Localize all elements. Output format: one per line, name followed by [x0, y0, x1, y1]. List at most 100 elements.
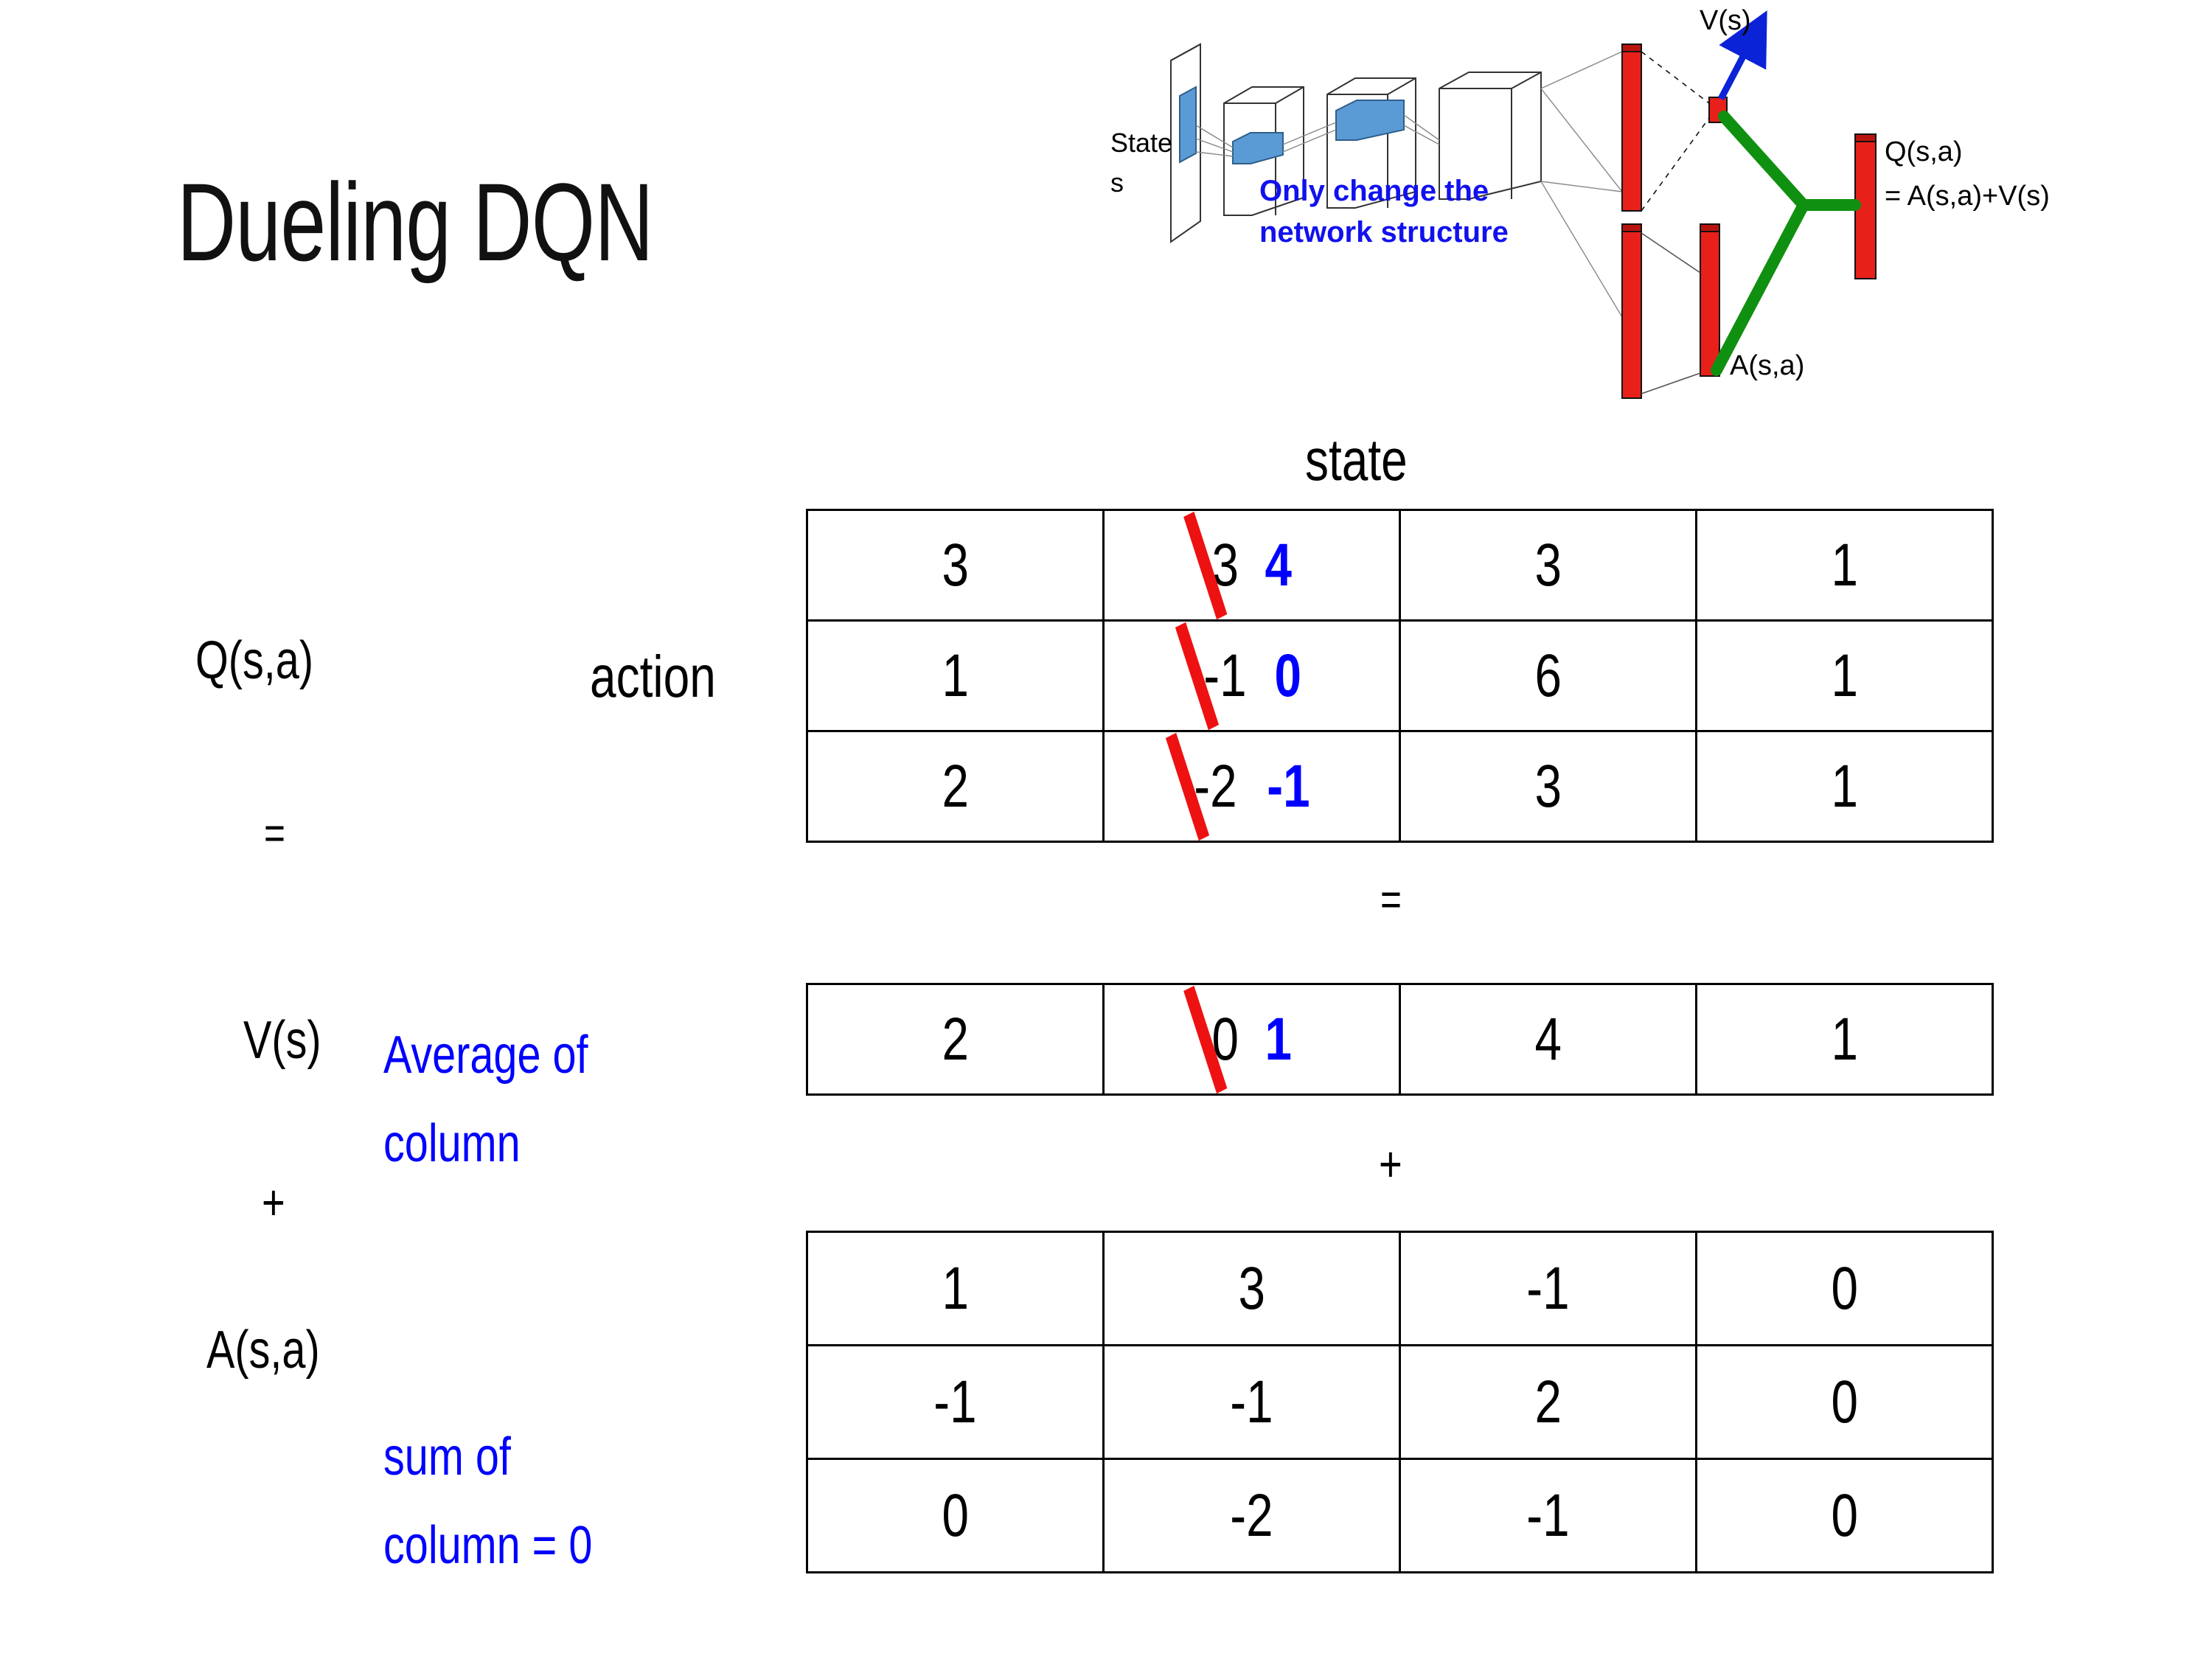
new-value: -1	[1266, 752, 1310, 820]
annotation-sum-line2: column = 0	[383, 1516, 593, 1575]
q-table: 3 3 4 3 1 1 -1 0 6 1 2	[806, 509, 1994, 843]
diagram-note-line1: Only change the	[1259, 175, 1489, 207]
table-row: 2 0 1 4 1	[806, 983, 1994, 1096]
cell-a-1-2[interactable]: 2	[1399, 1344, 1697, 1460]
diagram-a-label: A(s,a)	[1730, 350, 1804, 381]
table-row: 3 3 4 3 1	[806, 509, 1994, 622]
cell-a-1-3[interactable]: 0	[1695, 1344, 1994, 1460]
cell-q-1-2[interactable]: 6	[1399, 619, 1697, 732]
label-v: V(s)	[243, 1011, 321, 1070]
new-value: 0	[1274, 641, 1302, 709]
operator-equals-mid: =	[1380, 874, 1402, 925]
diagram-v-label: V(s)	[1700, 7, 1751, 36]
cell-a-0-3[interactable]: 0	[1695, 1231, 1994, 1346]
cell-value: 2	[1534, 1368, 1562, 1436]
cell-value: 0	[1831, 1481, 1858, 1549]
cell-value: 2	[942, 1005, 969, 1073]
cell-a-1-1[interactable]: -1	[1102, 1344, 1401, 1460]
label-q: Q(s,a)	[195, 631, 314, 690]
axis-label-state: state	[1305, 427, 1408, 493]
cell-value: 3	[1238, 1254, 1265, 1322]
cell-a-1-0[interactable]: -1	[806, 1344, 1105, 1460]
cell-v-0-2[interactable]: 4	[1399, 983, 1697, 1096]
cell-a-2-0[interactable]: 0	[806, 1458, 1105, 1573]
dueling-network-diagram: V(s) A(s,a) Q(s,a) = A(s,a)+V(s) State s…	[1106, 7, 2197, 406]
diagram-state-sub: s	[1110, 167, 1124, 198]
new-value: 4	[1265, 531, 1292, 599]
edited-cell: 3 4	[1183, 511, 1295, 619]
cell-value: 1	[1831, 531, 1858, 599]
cell-v-0-0[interactable]: 2	[806, 983, 1105, 1096]
cell-q-2-1[interactable]: -2 -1	[1102, 730, 1401, 843]
edited-cell: -2 -1	[1165, 732, 1315, 841]
cell-a-2-2[interactable]: -1	[1399, 1458, 1697, 1573]
cell-value: 3	[1534, 531, 1562, 599]
cell-a-2-1[interactable]: -2	[1102, 1458, 1401, 1573]
table-row: 1 3 -1 0	[806, 1231, 1994, 1346]
cell-a-0-1[interactable]: 3	[1102, 1231, 1401, 1346]
annotation-sum-line1: sum of	[383, 1427, 511, 1486]
v-table-body: 2 0 1 4 1	[806, 983, 1994, 1096]
operator-equals-left: =	[264, 808, 285, 859]
cell-q-0-2[interactable]: 3	[1399, 509, 1697, 622]
cell-value: 0	[1831, 1368, 1858, 1436]
cell-value: 1	[1831, 641, 1858, 709]
diagram-state-label: State	[1110, 128, 1172, 158]
v-table: 2 0 1 4 1	[806, 983, 1994, 1096]
cell-q-2-3[interactable]: 1	[1695, 730, 1994, 843]
diagram-q-equation: = A(s,a)+V(s)	[1885, 181, 2050, 212]
table-row: 0 -2 -1 0	[806, 1458, 1994, 1573]
annotation-average-line2: column	[383, 1114, 521, 1173]
cell-value: 4	[1534, 1005, 1562, 1073]
cell-value: -1	[933, 1368, 977, 1436]
table-row: -1 -1 2 0	[806, 1344, 1994, 1460]
cell-value: 0	[942, 1481, 969, 1549]
cell-value: 3	[1534, 752, 1562, 820]
edited-cell: -1 0	[1175, 622, 1305, 730]
cell-value: 1	[1831, 1005, 1858, 1073]
old-value-struck: -2	[1165, 732, 1237, 841]
cell-a-2-3[interactable]: 0	[1695, 1458, 1994, 1573]
cell-a-0-0[interactable]: 1	[806, 1231, 1105, 1346]
edited-cell: 0 1	[1183, 985, 1295, 1093]
a-table-body: 1 3 -1 0 -1 -1 2 0 0 -2 -1 0	[806, 1231, 1994, 1573]
cell-value: 0	[1831, 1254, 1858, 1322]
operator-plus-left: +	[262, 1175, 285, 1231]
cell-q-0-0[interactable]: 3	[806, 509, 1105, 622]
cell-value: 6	[1534, 641, 1562, 709]
cell-q-1-3[interactable]: 1	[1695, 619, 1994, 732]
old-value-struck: -1	[1175, 622, 1247, 730]
axis-label-action: action	[590, 644, 716, 709]
cell-value: 1	[942, 641, 969, 709]
cell-value: -2	[1230, 1481, 1273, 1549]
old-value-struck: 0	[1183, 985, 1239, 1093]
cell-v-0-3[interactable]: 1	[1695, 983, 1994, 1096]
diagram-note-line2: network structure	[1259, 216, 1509, 248]
cell-q-1-0[interactable]: 1	[806, 619, 1105, 732]
cell-q-0-3[interactable]: 1	[1695, 509, 1994, 622]
label-a: A(s,a)	[206, 1321, 320, 1380]
cell-value: 3	[942, 531, 969, 599]
cell-value: 1	[942, 1254, 969, 1322]
q-table-body: 3 3 4 3 1 1 -1 0 6 1 2	[806, 509, 1994, 843]
a-table: 1 3 -1 0 -1 -1 2 0 0 -2 -1 0	[806, 1231, 1994, 1573]
cell-value: -1	[1230, 1368, 1273, 1436]
cell-q-1-1[interactable]: -1 0	[1102, 619, 1401, 732]
cell-q-0-1[interactable]: 3 4	[1102, 509, 1401, 622]
cell-v-0-1[interactable]: 0 1	[1102, 983, 1401, 1096]
annotation-average-line1: Average of	[383, 1026, 588, 1085]
cell-value: -1	[1526, 1481, 1570, 1549]
cell-q-2-0[interactable]: 2	[806, 730, 1105, 843]
diagram-q-label: Q(s,a)	[1885, 136, 1963, 167]
old-value-struck: 3	[1183, 511, 1239, 619]
cell-value: 2	[942, 752, 969, 820]
operator-plus-mid: +	[1379, 1136, 1402, 1192]
table-row: 1 -1 0 6 1	[806, 619, 1994, 732]
cell-q-2-2[interactable]: 3	[1399, 730, 1697, 843]
table-row: 2 -2 -1 3 1	[806, 730, 1994, 843]
new-value: 1	[1265, 1005, 1292, 1073]
cell-value: 1	[1831, 752, 1858, 820]
cell-a-0-2[interactable]: -1	[1399, 1231, 1697, 1346]
cell-value: -1	[1526, 1254, 1570, 1322]
page-title: Dueling DQN	[177, 160, 654, 284]
